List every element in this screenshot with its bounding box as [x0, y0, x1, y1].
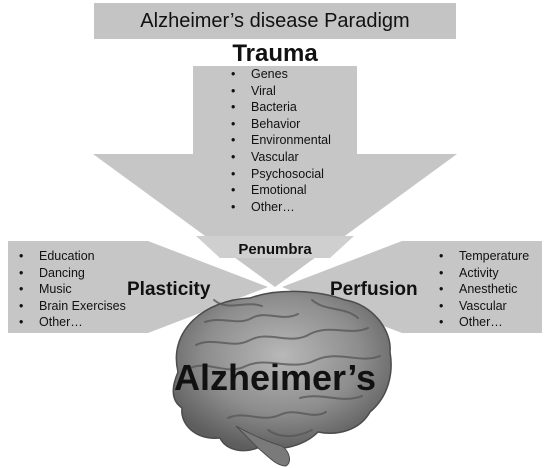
title-bar: Alzheimer’s disease Paradigm	[94, 3, 456, 39]
list-item: Dancing	[16, 265, 126, 282]
list-item: Psychosocial	[228, 166, 331, 183]
alzheimers-label: Alzheimer’s	[173, 357, 377, 398]
perfusion-label: Perfusion	[330, 279, 418, 300]
list-item: Other…	[228, 199, 331, 216]
plasticity-list: Education Dancing Music Brain Exercises …	[16, 248, 126, 331]
list-item: Viral	[228, 83, 331, 100]
trauma-list: Genes Viral Bacteria Behavior Environmen…	[228, 66, 331, 215]
list-item: Other…	[436, 314, 529, 331]
list-item: Bacteria	[228, 99, 331, 116]
list-item: Environmental	[228, 132, 331, 149]
list-item: Emotional	[228, 182, 331, 199]
plasticity-label: Plasticity	[127, 279, 211, 300]
list-item: Vascular	[436, 298, 529, 315]
list-item: Behavior	[228, 116, 331, 133]
list-item: Brain Exercises	[16, 298, 126, 315]
brain-image	[172, 290, 392, 467]
diagram-title: Alzheimer’s disease Paradigm	[140, 9, 410, 32]
trauma-label: Trauma	[232, 40, 318, 67]
list-item: Vascular	[228, 149, 331, 166]
list-item: Temperature	[436, 248, 529, 265]
list-item: Activity	[436, 265, 529, 282]
perfusion-list: Temperature Activity Anesthetic Vascular…	[436, 248, 529, 331]
list-item: Anesthetic	[436, 281, 529, 298]
list-item: Other…	[16, 314, 126, 331]
list-item: Education	[16, 248, 126, 265]
penumbra-band	[196, 236, 354, 258]
penumbra-label: Penumbra	[238, 241, 312, 258]
list-item: Genes	[228, 66, 331, 83]
list-item: Music	[16, 281, 126, 298]
